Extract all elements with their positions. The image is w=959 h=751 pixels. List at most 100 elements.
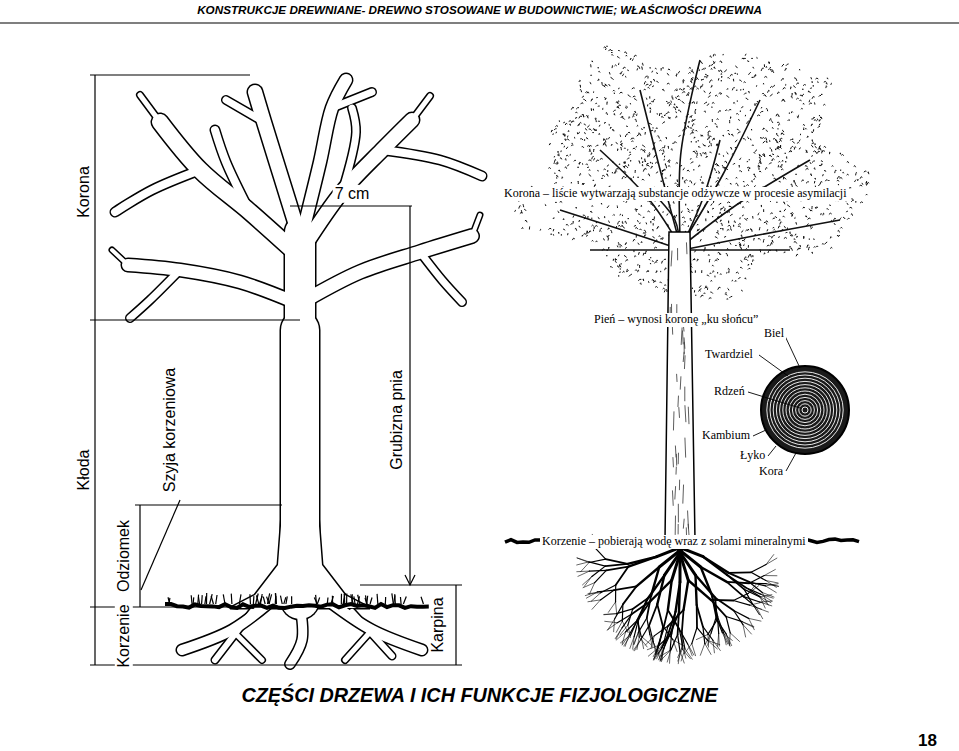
leaf-mark xyxy=(835,170,837,173)
leaf-mark xyxy=(838,235,840,237)
leaf-mark xyxy=(598,79,600,81)
root-line xyxy=(585,592,597,596)
leaf-mark xyxy=(620,147,622,150)
leaf-mark xyxy=(580,85,581,88)
leaf-mark xyxy=(618,105,620,107)
leaf-mark xyxy=(580,139,583,140)
leaf-mark xyxy=(629,152,630,153)
root-line xyxy=(606,559,628,564)
root-line xyxy=(636,567,659,586)
leaf-mark xyxy=(614,173,615,174)
leaf-mark xyxy=(709,141,710,143)
root-line xyxy=(749,618,761,621)
leaf-mark xyxy=(728,288,730,290)
leaf-mark xyxy=(625,247,626,248)
leaf-mark xyxy=(751,263,752,265)
bark-line xyxy=(683,352,685,362)
leaf-mark xyxy=(821,117,823,119)
leaf-mark xyxy=(765,138,766,141)
leaf-mark xyxy=(754,179,755,180)
root-line xyxy=(649,604,657,625)
leaf-mark xyxy=(589,231,591,233)
leaf-mark xyxy=(642,164,644,166)
leaf-mark xyxy=(713,61,714,64)
leaf-mark xyxy=(794,239,795,240)
leaf-mark xyxy=(779,236,780,237)
leaf-mark xyxy=(529,227,530,230)
leaf-mark xyxy=(824,170,826,172)
leaf-mark xyxy=(799,148,800,150)
leaf-mark xyxy=(647,155,649,157)
leaf-mark xyxy=(520,212,523,213)
branch-fill xyxy=(115,170,200,212)
leaf-mark xyxy=(569,124,571,126)
leaf-mark xyxy=(829,152,830,154)
leaf-mark xyxy=(611,144,612,146)
leaf-mark xyxy=(868,172,869,174)
leaf-mark xyxy=(645,132,647,135)
leaf-mark xyxy=(684,181,685,184)
leaf-mark xyxy=(659,205,660,207)
leaf-mark xyxy=(584,132,585,134)
leaf-mark xyxy=(638,279,641,280)
leaf-mark xyxy=(683,168,685,170)
leaf-mark xyxy=(763,141,766,143)
leaf-mark xyxy=(558,232,559,234)
leaf-mark xyxy=(699,165,701,167)
leaf-mark xyxy=(565,139,566,141)
leaf-mark xyxy=(716,172,718,173)
leaf-mark xyxy=(640,283,641,285)
leaf-mark xyxy=(728,268,730,270)
leaf-mark xyxy=(776,202,777,203)
leaf-mark xyxy=(730,183,731,184)
root-line xyxy=(604,614,617,615)
branch-fill xyxy=(352,612,392,656)
leaf-mark xyxy=(608,247,609,249)
dimension-label: Szyja korzeniowa xyxy=(161,366,179,495)
leaf-mark xyxy=(807,136,809,138)
leaf-mark xyxy=(578,132,580,134)
bark-line xyxy=(674,486,676,499)
leaf-mark xyxy=(785,84,786,85)
leaf-mark xyxy=(700,239,701,241)
leaf-mark xyxy=(720,274,721,275)
leaf-mark xyxy=(817,151,820,154)
leaf-mark xyxy=(720,209,722,211)
leaf-mark xyxy=(664,259,666,260)
leaf-mark xyxy=(606,46,607,47)
leaf-mark xyxy=(648,211,650,212)
leaf-mark xyxy=(644,89,646,90)
leaf-mark xyxy=(657,260,658,261)
leaf-mark xyxy=(743,139,746,141)
leaf-mark xyxy=(592,156,594,159)
leaf-mark xyxy=(721,80,722,81)
leaf-mark xyxy=(708,131,711,133)
leaf-mark xyxy=(703,144,705,146)
leaf-mark xyxy=(822,243,823,244)
bark-line xyxy=(678,504,679,523)
leaf-mark xyxy=(617,149,619,151)
leaf-mark xyxy=(741,235,742,238)
grass-stroke xyxy=(351,594,353,604)
leaf-mark xyxy=(587,235,588,236)
leaf-mark xyxy=(694,259,696,260)
leaf-mark xyxy=(727,299,728,300)
leaf-mark xyxy=(657,136,659,139)
leaf-mark xyxy=(795,234,796,235)
leaf-mark xyxy=(626,259,629,261)
leaf-mark xyxy=(622,176,625,179)
leaf-mark xyxy=(672,96,673,98)
leaf-mark xyxy=(705,74,707,75)
leaf-mark xyxy=(586,232,587,234)
roots xyxy=(577,534,779,663)
leaf-mark xyxy=(714,245,715,247)
leaf-mark xyxy=(812,96,815,98)
leaf-mark xyxy=(809,239,810,240)
leaf-mark xyxy=(565,159,567,161)
trunk-base-fill xyxy=(230,500,370,608)
leaf-mark xyxy=(675,90,677,91)
leaf-mark xyxy=(698,140,699,141)
leaf-mark xyxy=(812,161,815,163)
leaf-mark xyxy=(654,130,656,132)
leaf-mark xyxy=(819,95,821,96)
